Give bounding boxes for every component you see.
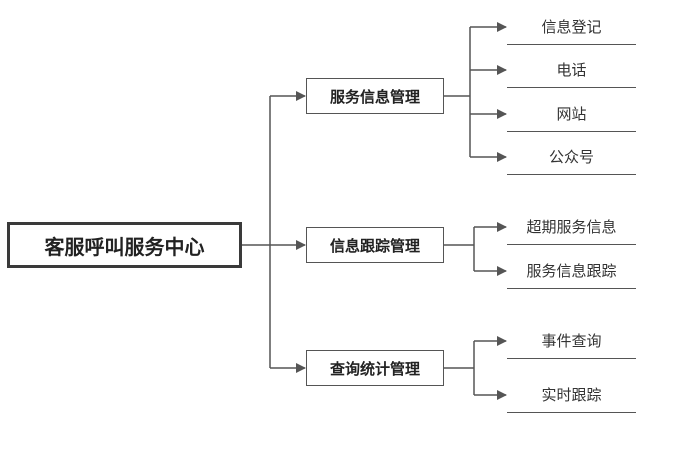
root-node: 客服呼叫服务中心 xyxy=(7,222,242,268)
branch-node-service-info: 服务信息管理 xyxy=(306,78,444,114)
leaf-node: 网站 xyxy=(507,96,636,132)
leaf-node: 公众号 xyxy=(507,139,636,175)
leaf-node: 实时跟踪 xyxy=(507,377,636,413)
leaf-node: 信息登记 xyxy=(507,9,636,45)
leaf-node: 事件查询 xyxy=(507,323,636,359)
leaf-node: 电话 xyxy=(507,52,636,88)
leaf-node: 超期服务信息 xyxy=(507,209,636,245)
branch-node-query-stats: 查询统计管理 xyxy=(306,350,444,386)
branch-node-info-tracking: 信息跟踪管理 xyxy=(306,227,444,263)
leaf-node: 服务信息跟踪 xyxy=(507,253,636,289)
